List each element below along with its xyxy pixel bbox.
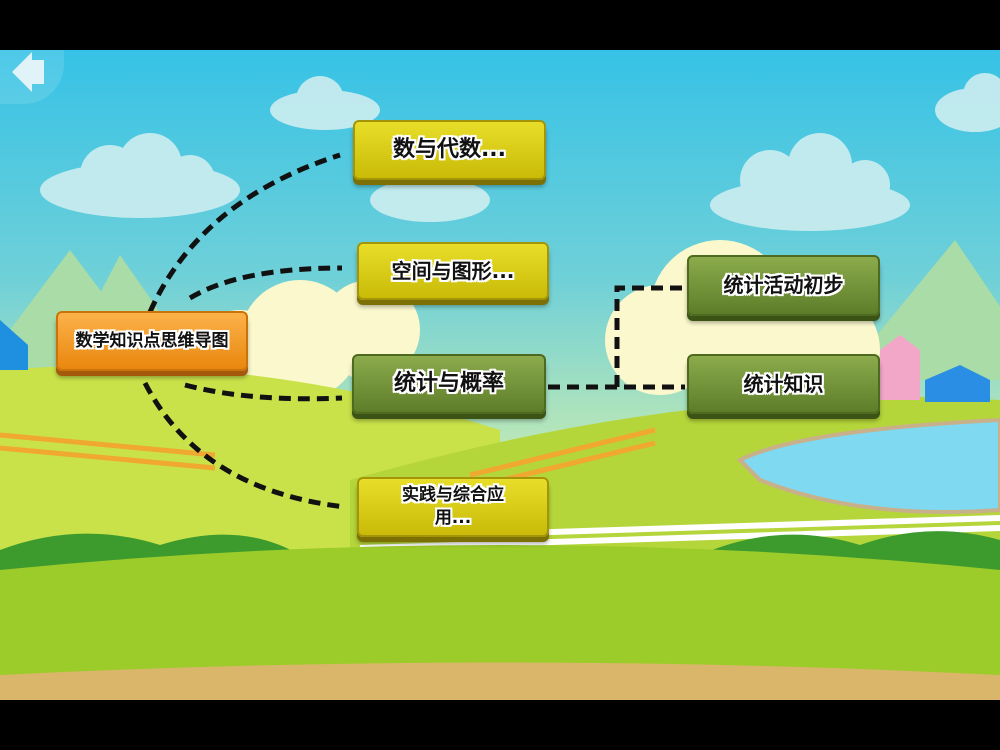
connector-root-branch2 [188, 265, 343, 301]
connector-root-branch3 [184, 382, 343, 402]
branch-node-space-shapes[interactable]: 空间与图形... [357, 242, 549, 300]
arrow-left-icon [12, 52, 44, 92]
branch-label: 数与代数... [392, 137, 507, 163]
sub-branch-label: 统计活动初步 [723, 273, 844, 297]
branch-node-statistics-probability[interactable]: 统计与概率 [352, 354, 546, 414]
connector-lines [142, 152, 685, 510]
back-button[interactable] [0, 50, 64, 104]
sub-branch-label: 统计知识 [743, 371, 824, 396]
branch-label: 实践与综合应用... [402, 485, 504, 528]
connector-root-branch1 [147, 152, 341, 314]
sub-node-statistics-activities[interactable]: 统计活动初步 [687, 255, 880, 316]
mindmap-root-node[interactable]: 数学知识点思维导图 [56, 311, 248, 371]
branch-label: 统计与概率 [393, 371, 504, 397]
connector-root-branch4 [142, 381, 346, 510]
branch-node-practice[interactable]: 实践与综合应用... [357, 477, 549, 537]
branch-node-numbers-algebra[interactable]: 数与代数... [353, 120, 546, 180]
branch-label: 空间与图形... [391, 258, 515, 283]
root-label: 数学知识点思维导图 [75, 330, 229, 351]
sub-node-statistics-knowledge[interactable]: 统计知识 [687, 354, 880, 414]
connector-branch3-sub [548, 285, 685, 390]
